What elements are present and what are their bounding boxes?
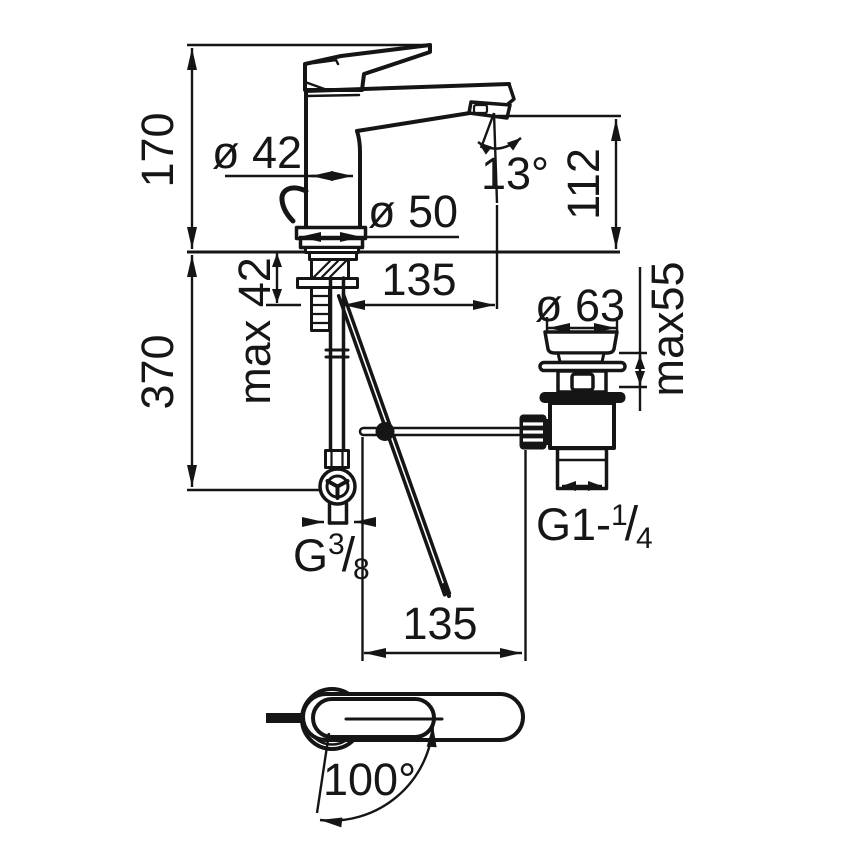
waste-body	[548, 401, 616, 450]
dim-body-diameter: ø 42	[212, 127, 353, 181]
dim-waste-thread: G1-1/4	[524, 450, 653, 661]
rod-pivot-joint	[375, 422, 395, 441]
dim-waste-diameter: ø 63	[535, 280, 625, 333]
dim-deck-max-label: max 42	[229, 257, 280, 405]
dim-body-diameter-label: ø 42	[212, 127, 302, 178]
hose-end-fitting	[442, 583, 451, 598]
dim-total-height-label: 170	[132, 112, 183, 187]
dim-spout-reach-label: 135	[381, 254, 456, 305]
spout-bottom-edge	[355, 111, 472, 133]
waste-plug-cap	[543, 330, 619, 355]
drain-assembly	[519, 330, 627, 491]
faucet-body-right-edge	[355, 129, 362, 229]
faucet-top-view	[266, 687, 525, 751]
dim-spout-angle-label: 13°	[481, 148, 549, 199]
waste-overflow-window	[570, 372, 595, 392]
dim-waste-diameter-label: ø 63	[535, 280, 625, 331]
top-view-knob-stub	[266, 713, 302, 723]
dim-under-counter: 370	[132, 255, 197, 487]
dim-rod-reach: 135	[361, 437, 522, 661]
dim-spout-angle: 13°	[477, 112, 549, 204]
dim-base-diameter-label: ø 50	[368, 186, 458, 237]
dim-waste-deck-max: max55	[619, 261, 693, 411]
waste-plug-stem	[556, 351, 606, 364]
waste-seal-nut	[539, 392, 626, 403]
dim-outlet-height: 112	[497, 114, 621, 249]
spout-end-cap	[506, 82, 516, 106]
dim-supply-thread: G3/8	[293, 517, 376, 586]
waste-tailpiece	[555, 446, 609, 491]
dim-spout-reach: 135	[343, 205, 499, 310]
dim-rod-reach-label: 135	[402, 598, 477, 649]
pop-up-knob-hook	[279, 185, 309, 224]
tube-nut	[324, 449, 350, 469]
waste-thread-label: G1-1/4	[536, 498, 653, 555]
dim-under-counter-label: 370	[132, 334, 183, 409]
supply-tube	[318, 276, 357, 525]
dim-waste-deck-max-label: max55	[642, 261, 693, 396]
pop-up-rod	[358, 422, 524, 441]
reference-lines	[187, 43, 620, 492]
handle-detail-line	[312, 58, 340, 66]
supply-thread-label: G3/8	[293, 528, 370, 586]
dim-handle-swing-label: 100°	[323, 754, 416, 805]
mounting-hardware	[296, 251, 359, 332]
dim-outlet-height-label: 112	[558, 148, 609, 220]
flexible-supply-hose	[336, 292, 452, 598]
dim-deck-max: max 42	[229, 253, 301, 405]
dim-base-diameter: ø 50	[299, 186, 459, 242]
dim-total-height: 170	[132, 48, 197, 249]
spout-top-edge	[304, 82, 511, 93]
dim-handle-swing: 100°	[315, 724, 437, 828]
faucet-handle	[303, 43, 432, 92]
aerator-detail	[472, 103, 489, 115]
cap-seam	[304, 93, 361, 98]
